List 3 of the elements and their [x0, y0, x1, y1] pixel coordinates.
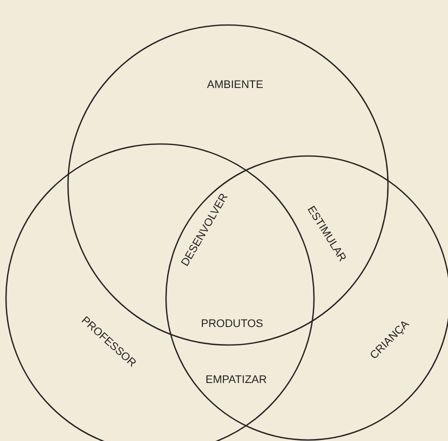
region-label: AMBIENTE [207, 79, 264, 91]
region-label: EMPATIZAR [206, 374, 267, 386]
region-label: PRODUTOS [201, 318, 264, 330]
